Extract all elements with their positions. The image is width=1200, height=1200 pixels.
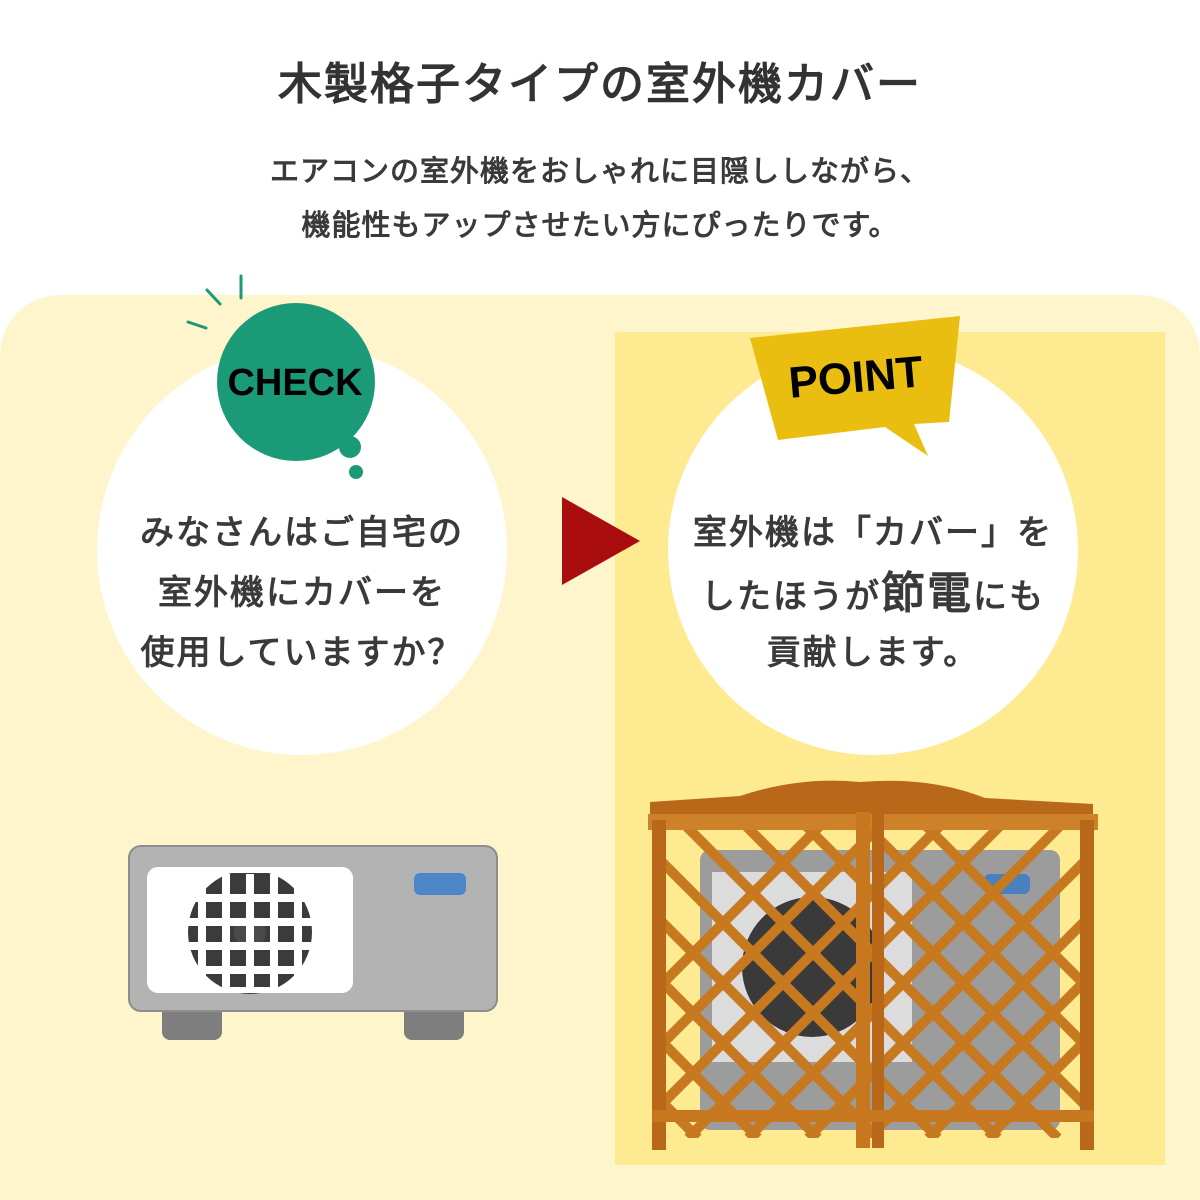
check-sparkle-icon [186,274,243,330]
wooden-lattice-cover-icon [648,780,1098,1150]
check-text-line-3: 使用していますか？ [140,633,464,673]
point-emphasis-setsuden: 節電 [881,568,973,619]
point-text-line-2-pre: したほうが [701,577,881,617]
check-text-line-1: みなさんはご自宅の [140,513,464,553]
page-title: 木製格子タイプの室外機カバー [278,59,922,110]
point-badge: POINT [750,316,960,456]
point-badge-label: POINT [787,347,925,408]
outdoor-ac-unit-icon [128,845,498,1040]
right-triangle-arrow-icon [562,497,640,585]
subtitle-line-1: エアコンの室外機をおしゃれに目隠ししながら、 [269,154,930,188]
point-text-line-2: したほうが節電にも [668,557,1078,621]
check-badge: CHECK [217,303,375,479]
point-text-line-2-post: にも [973,577,1045,617]
subtitle-line-2: 機能性もアップさせたい方にぴったりです。 [301,208,899,242]
check-badge-label: CHECK [227,362,363,404]
point-text-line-3: 貢献します。 [766,633,980,673]
point-text-line-1: 室外機は「カバー」を [693,513,1053,553]
check-text-line-2: 室外機にカバーを [158,573,446,613]
